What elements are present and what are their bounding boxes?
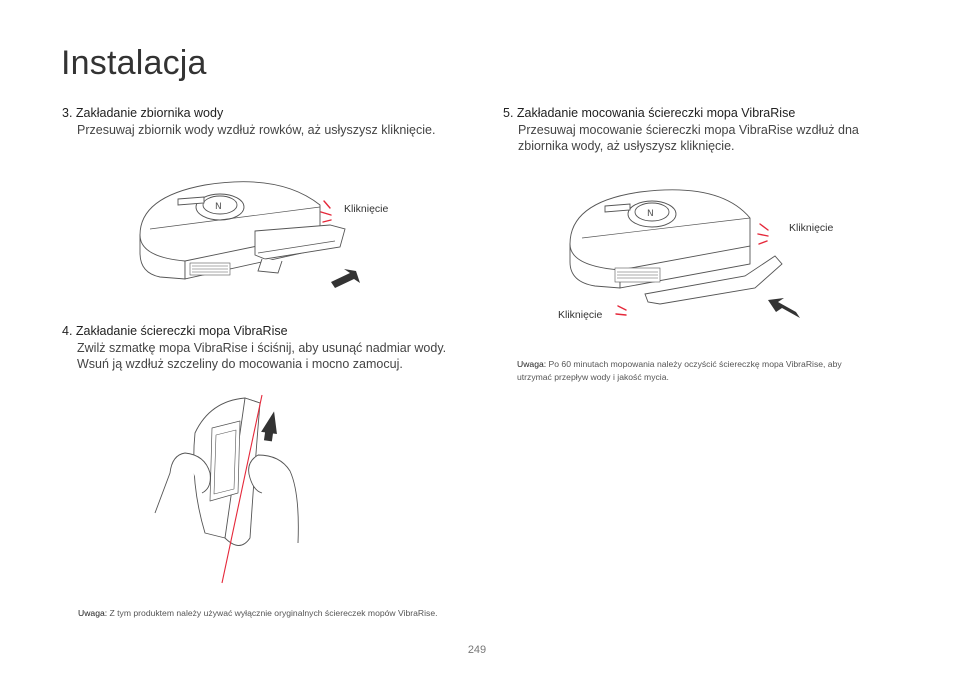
step-4: 4. Zakładanie ściereczki mopa VibraRise …: [62, 323, 462, 373]
step-3: 3. Zakładanie zbiornika wody Przesuwaj z…: [62, 105, 462, 138]
click-label-top: Kliknięcie: [789, 222, 834, 234]
svg-text:N: N: [647, 209, 654, 219]
arrow-icon: [331, 269, 360, 288]
step-5-text: Przesuwaj mocowanie ściereczki mopa Vibr…: [518, 122, 859, 154]
step-4-text: Zwilż szmatkę mopa VibraRise i ściśnij, …: [77, 340, 447, 372]
step-5: 5. Zakładanie mocowania ściereczki mopa …: [503, 105, 883, 155]
click-label: Kliknięcie: [344, 203, 389, 215]
mop-cloth-illustration: [154, 394, 299, 584]
click-label-bottom: Kliknięcie: [558, 309, 603, 321]
note-text: Z tym produktem należy używać wyłącznie …: [107, 608, 438, 618]
click-sound-mark: [320, 200, 332, 223]
arrow-icon: [768, 298, 800, 318]
note-label: Uwaga:: [78, 608, 108, 618]
water-tank-illustration: N: [139, 181, 360, 288]
step-4-note: Uwaga: Z tym produktem należy używać wył…: [78, 607, 518, 620]
click-sound-mark: [615, 223, 769, 316]
step-5-note: Uwaga: Po 60 minutach mopowania należy o…: [517, 358, 877, 384]
step-5-heading: 5. Zakładanie mocowania ściereczki mopa …: [503, 106, 796, 120]
step-4-heading: 4. Zakładanie ściereczki mopa VibraRise: [62, 324, 288, 338]
page-number: 249: [467, 644, 487, 656]
page-title: Instalacja: [61, 44, 207, 82]
note-text: Po 60 minutach mopowania należy oczyścić…: [517, 359, 842, 382]
step-3-heading: 3. Zakładanie zbiornika wody: [62, 106, 224, 120]
note-label: Uwaga:: [517, 359, 547, 369]
arrow-up-icon: [261, 411, 277, 442]
step-3-text: Przesuwaj zbiornik wody wzdłuż rowków, a…: [77, 122, 436, 137]
mop-mount-illustration: N: [569, 189, 800, 318]
svg-text:N: N: [215, 202, 222, 212]
